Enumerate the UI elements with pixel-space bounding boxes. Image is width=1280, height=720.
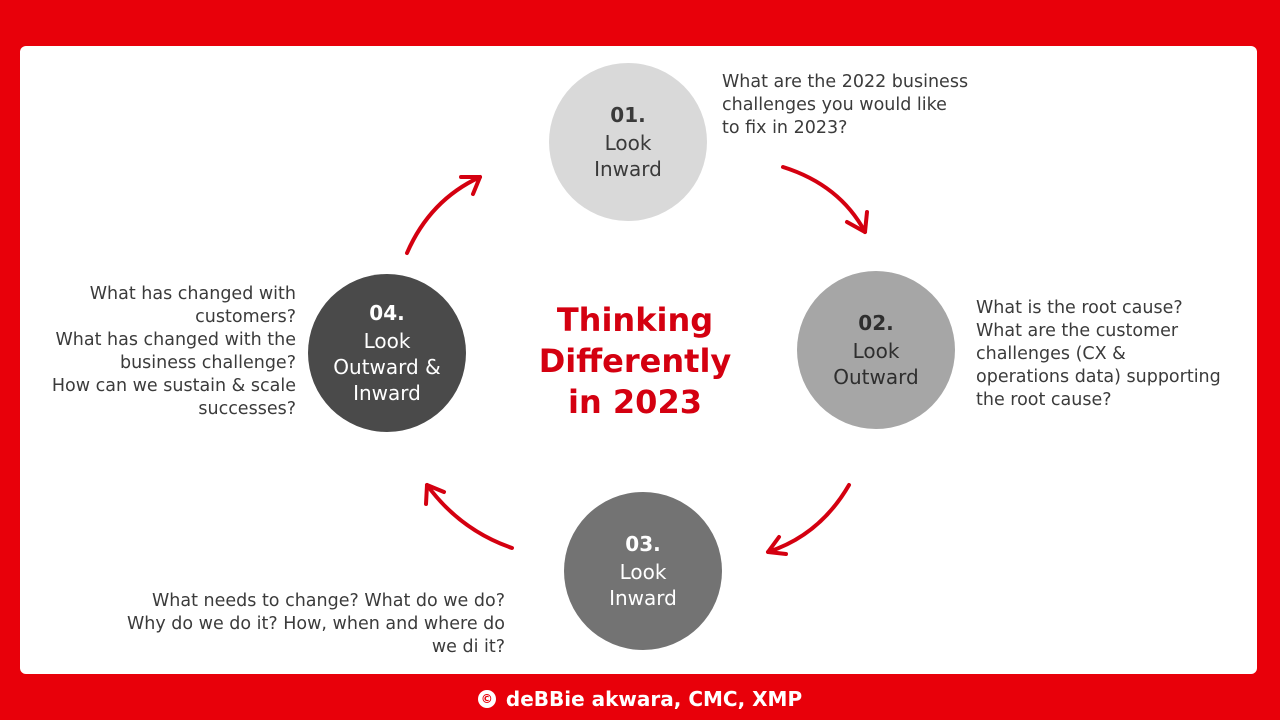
step-name-line: Look (619, 560, 667, 584)
question-line: we di it? (431, 637, 505, 657)
step-circle-03: 03. Look Inward (564, 492, 722, 650)
step-name-line: Inward (609, 586, 677, 610)
step-name-line: Outward (833, 365, 919, 389)
title-line: Thinking (556, 301, 714, 339)
question-line: What has changed with (89, 284, 296, 304)
question-line: How can we sustain & scale (51, 376, 296, 396)
question-line: the root cause? (976, 390, 1112, 410)
question-line: challenges (CX & (976, 344, 1126, 364)
step-number: 03. (625, 532, 661, 556)
step-number: 04. (369, 301, 405, 325)
step-01-questions: What are the 2022 business challenges yo… (722, 71, 968, 140)
arrow-step1-to-step2 (781, 165, 869, 234)
question-line: What has changed with the (55, 330, 296, 350)
step-name-line: Look (604, 131, 652, 155)
step-03-questions: What needs to change? What do we do? Why… (127, 590, 505, 659)
question-line: What is the root cause? (976, 298, 1183, 318)
footer-credit: © deBBie akwara, CMC, XMP (0, 684, 1280, 714)
step-number: 01. (610, 103, 646, 127)
footer-text: deBBie akwara, CMC, XMP (505, 687, 803, 711)
step-name-line: Look (852, 339, 900, 363)
question-line: customers? (195, 307, 296, 327)
arrow-step4-to-step1 (405, 175, 482, 255)
question-line: to fix in 2023? (722, 118, 848, 138)
step-name-line: Look (363, 329, 411, 353)
arrow-step3-to-step4 (424, 483, 514, 550)
question-line: business challenge? (119, 353, 296, 373)
copyright-icon: © (477, 690, 496, 708)
question-line: Why do we do it? How, when and where do (126, 614, 505, 634)
question-line: challenges you would like (722, 95, 947, 115)
question-line: What needs to change? What do we do? (151, 591, 505, 611)
step-name-line: Inward (353, 381, 421, 405)
step-name-line: Outward & (333, 355, 441, 379)
diagram-title: Thinking Differently in 2023 (520, 300, 750, 423)
step-name-line: Inward (594, 157, 662, 181)
step-number: 02. (858, 311, 894, 335)
step-02-questions: What is the root cause? What are the cus… (976, 297, 1221, 412)
question-line: successes? (198, 399, 296, 419)
question-line: What are the customer (976, 321, 1179, 341)
step-circle-04: 04. Look Outward & Inward (308, 274, 466, 432)
title-line: Differently (538, 342, 732, 380)
step-circle-02: 02. Look Outward (797, 271, 955, 429)
arrow-step2-to-step3 (766, 483, 851, 556)
step-04-questions: What has changed with customers? What ha… (52, 283, 296, 421)
title-line: in 2023 (568, 383, 702, 421)
question-line: What are the 2022 business (722, 72, 969, 92)
question-line: operations data) supporting (976, 367, 1221, 387)
step-circle-01: 01. Look Inward (549, 63, 707, 221)
